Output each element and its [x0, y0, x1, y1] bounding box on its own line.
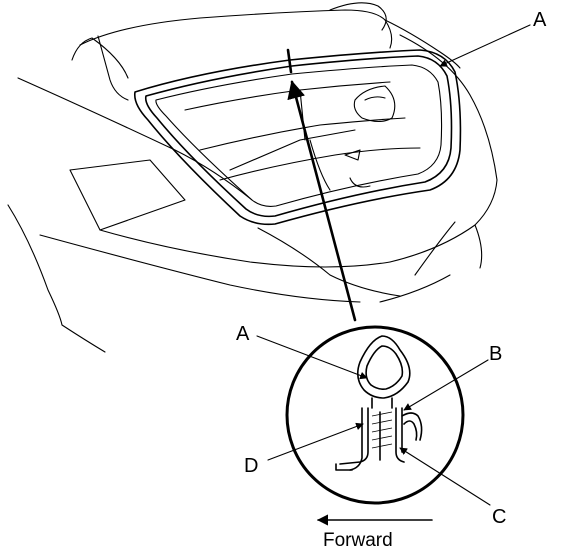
callout-d-arrow: [267, 422, 364, 461]
seal-lip: [401, 412, 423, 441]
callout-d-label: D: [244, 455, 258, 477]
seal-bulb: [356, 335, 411, 399]
trunk-lid: [71, 2, 461, 101]
callout-a-top-arrow: [439, 24, 531, 67]
callout-b-label: B: [489, 343, 502, 365]
trunk-interior: [184, 81, 421, 191]
detail-view-circle: [285, 325, 465, 505]
callout-a-detail-label: A: [236, 323, 250, 345]
car-body: [7, 34, 498, 353]
section-leader-arrow: [287, 80, 357, 322]
callout-c-arrow: [399, 447, 491, 506]
trunk-opening-weatherstrip: [133, 49, 462, 226]
forward-label: Forward: [323, 530, 393, 551]
section-marker: [286, 48, 293, 74]
callout-a-detail-arrow: [256, 335, 368, 380]
callout-b-arrow: [403, 359, 489, 411]
callout-c-label: C: [492, 506, 506, 528]
callout-a-top-label: A: [533, 9, 547, 31]
